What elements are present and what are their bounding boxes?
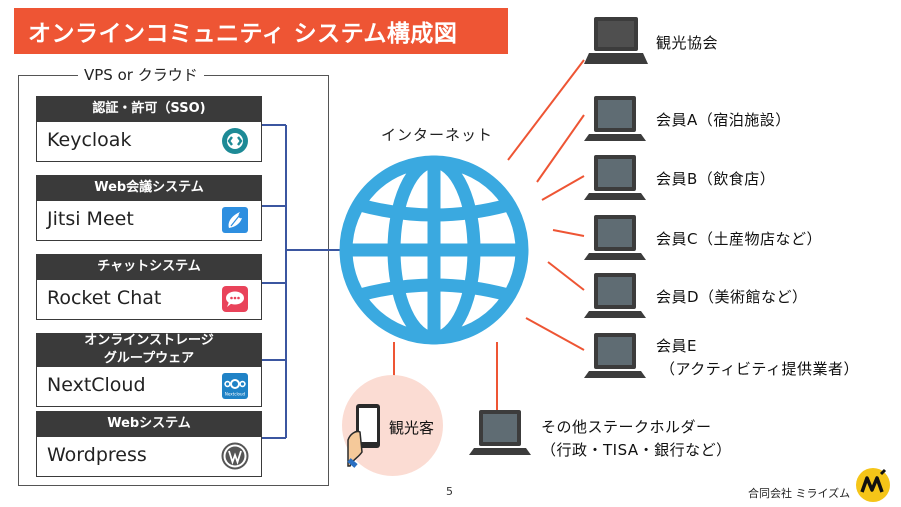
nextcloud-icon-caption: Nextcloud — [225, 392, 246, 397]
rocketchat-icon — [222, 286, 248, 312]
laptop-icon-member-d — [584, 273, 646, 318]
service-nextcloud: NextCloud Nextcloud — [36, 366, 262, 407]
laptop-icon-kankoukyokai — [584, 17, 648, 64]
node-label-member-e: 会員E — [656, 337, 697, 355]
laptop-icon-member-b — [584, 155, 646, 200]
service-keycloak: Keycloak — [36, 121, 262, 162]
globe-icon — [339, 155, 529, 345]
service-header-storage: オンラインストレージ グループウェア — [36, 333, 262, 366]
service-rocketchat: Rocket Chat — [36, 279, 262, 320]
service-name: Rocket Chat — [47, 287, 162, 309]
service-name: Keycloak — [47, 129, 132, 151]
node-sublabel-member-e: （アクティビティ提供業者） — [660, 360, 859, 378]
company-name: 合同会社 ミライズム — [748, 487, 851, 500]
service-header-chat: チャットシステム — [36, 254, 262, 279]
jitsi-icon — [222, 207, 248, 233]
network-connectors — [393, 59, 585, 410]
node-label-member-a: 会員A（宿泊施設） — [656, 111, 791, 129]
node-label-stakeholders: その他ステークホルダー — [541, 418, 712, 436]
wordpress-icon — [221, 442, 249, 470]
node-sublabel-stakeholders: （行政・TISA・銀行など） — [541, 441, 732, 459]
page-number: 5 — [446, 485, 453, 498]
node-label-kankoukyokai: 観光協会 — [656, 34, 719, 52]
laptop-icon-member-e — [584, 333, 646, 378]
smartphone-hand-icon — [347, 404, 380, 468]
internet-label: インターネット — [381, 126, 494, 144]
service-name: NextCloud — [47, 374, 146, 396]
nextcloud-icon: Nextcloud — [222, 373, 248, 399]
laptop-icon-member-c — [584, 215, 646, 260]
node-label-member-c: 会員C（土産物店など） — [656, 230, 822, 248]
laptop-icon-stakeholders — [469, 410, 531, 455]
node-label-member-d: 会員D（美術館など） — [656, 288, 808, 306]
service-wordpress: Wordpress — [36, 436, 262, 477]
company-logo — [856, 468, 890, 502]
service-jitsi: Jitsi Meet — [36, 200, 262, 241]
bus-connector — [262, 124, 345, 439]
node-label-member-b: 会員B（飲食店） — [656, 170, 776, 188]
service-name: Jitsi Meet — [47, 208, 134, 230]
tourist-label: 観光客 — [389, 419, 435, 437]
keycloak-icon — [222, 128, 248, 154]
service-header-web: Webシステム — [36, 411, 262, 436]
service-header-sso: 認証・許可（SSO) — [36, 96, 262, 121]
vps-label: VPS or クラウド — [78, 64, 204, 85]
service-name: Wordpress — [47, 444, 147, 466]
page-title: オンラインコミュニティ システム構成図 — [14, 8, 508, 54]
laptop-icon-member-a — [584, 96, 646, 141]
service-header-webmeeting: Web会議システム — [36, 175, 262, 200]
